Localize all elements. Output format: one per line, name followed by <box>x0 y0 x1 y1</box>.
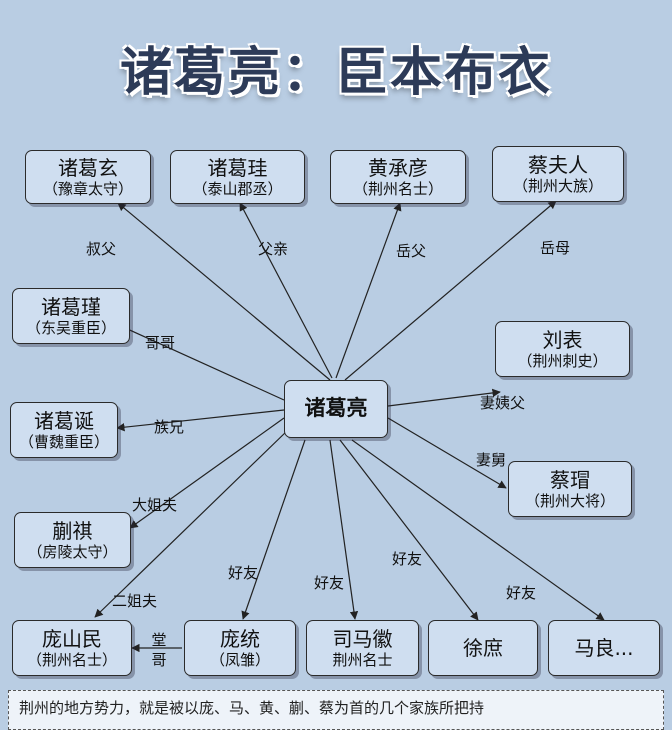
edge-label-haoyou-1: 好友 <box>228 564 259 582</box>
edge-zhuge-xuan <box>117 202 331 381</box>
edge-pang-shanmin <box>94 429 289 618</box>
edge-label-qijiu: 妻舅 <box>476 451 507 469</box>
node-ma-liang: 马良... <box>548 620 660 676</box>
node-cai-mao: 蔡瑁 （荆州大将） <box>508 461 632 517</box>
node-zhuge-gui: 诸葛珪 （泰山郡丞） <box>170 150 305 204</box>
edge-label-haoyou-2: 好友 <box>314 574 345 592</box>
edge-label-haoyou-4: 好友 <box>506 584 537 602</box>
node-zhuge-xuan: 诸葛玄 （豫章太守） <box>25 150 151 204</box>
node-pang-shanmin: 庞山民 （荆州名士） <box>12 620 132 676</box>
page-title: 诸葛亮：臣本布衣 <box>119 43 552 103</box>
node-role: （荆州大将） <box>524 492 615 510</box>
node-name: 蒯祺 <box>52 519 93 543</box>
node-sima-hui: 司马徽 荆州名士 <box>306 620 419 676</box>
edge-label-zuxiong: 族兄 <box>154 418 185 436</box>
node-xu-shu: 徐庶 <box>428 620 538 676</box>
node-role: （荆州刺史） <box>517 352 608 370</box>
edge-zhuge-jin <box>111 321 285 401</box>
node-name: 蔡瑁 <box>550 468 590 492</box>
edge-label-shufu: 叔父 <box>86 240 117 258</box>
node-role: （荆州名士） <box>352 180 443 198</box>
node-role: 荆州名士 <box>332 651 393 669</box>
edge-xu-shu <box>339 439 479 621</box>
node-name: 诸葛瑾 <box>41 295 101 319</box>
node-role: （豫章太守） <box>42 180 133 198</box>
node-name: 蔡夫人 <box>528 153 588 177</box>
edge-label-gege: 哥哥 <box>145 334 176 352</box>
node-name: 庞山民 <box>42 627 102 651</box>
edge-zhuge-dan <box>116 409 285 432</box>
node-name: 诸葛珪 <box>207 156 268 180</box>
edge-cai-furen <box>344 200 557 381</box>
edge-ma-liang <box>351 439 605 621</box>
edge-label-yuefu: 岳父 <box>396 242 427 260</box>
node-role: （房陵太守） <box>27 543 118 561</box>
node-role: （泰山郡丞） <box>192 180 283 198</box>
node-name: 诸葛亮 <box>304 396 368 421</box>
edge-label-tangge: 堂哥 <box>151 631 167 669</box>
node-name: 诸葛玄 <box>58 156 118 180</box>
node-zhuge-jin: 诸葛瑾 （东吴重臣） <box>12 288 130 344</box>
edge-label-yuemu: 岳母 <box>540 239 571 257</box>
edge-cai-mao <box>387 417 507 489</box>
edge-label-fuqin: 父亲 <box>258 240 289 258</box>
relationship-edges <box>94 200 605 653</box>
node-name: 马良... <box>574 636 634 660</box>
edge-label-haoyou-3: 好友 <box>392 550 423 568</box>
edge-liu-biao <box>387 388 501 407</box>
node-liu-biao: 刘表 （荆州刺史） <box>495 321 630 377</box>
node-zhuge-dan: 诸葛诞 （曹魏重臣） <box>10 402 118 458</box>
edge-huang-chengyan <box>335 202 402 379</box>
node-name: 徐庶 <box>463 636 503 660</box>
node-name: 黄承彦 <box>368 156 428 180</box>
node-center-zhuge-liang: 诸葛亮 <box>284 380 388 438</box>
node-role: （凤雏） <box>209 651 270 669</box>
node-role: （荆州名士） <box>26 651 117 669</box>
edge-pang-tong <box>241 439 306 620</box>
edge-label-dajiefu: 大姐夫 <box>132 496 178 514</box>
node-pang-tong: 庞统 （凤雏） <box>184 620 296 676</box>
edge-kuai-qi <box>129 417 285 529</box>
node-name: 诸葛诞 <box>34 409 94 433</box>
node-kuai-qi: 蒯祺 （房陵太守） <box>14 512 131 568</box>
edge-label-qiyifu: 妻姨父 <box>480 394 526 412</box>
node-name: 庞统 <box>220 627 260 651</box>
node-huang-chengyan: 黄承彦 （荆州名士） <box>330 150 466 204</box>
node-name: 刘表 <box>542 328 583 352</box>
node-cai-furen: 蔡夫人 （荆州大族） <box>492 146 624 202</box>
footer-note: 荆州的地方势力，就是被以庞、马、黄、蒯、蔡为首的几个家族所把持 <box>8 690 664 730</box>
node-role: （荆州大族） <box>512 177 603 195</box>
edge-sima-hui <box>329 439 359 620</box>
node-role: （曹魏重臣） <box>18 433 109 451</box>
node-name: 司马徽 <box>332 627 393 651</box>
edge-zhuge-gui <box>239 202 333 379</box>
node-role: （东吴重臣） <box>25 319 116 337</box>
edge-label-erjiefu: 二姐夫 <box>112 592 158 610</box>
